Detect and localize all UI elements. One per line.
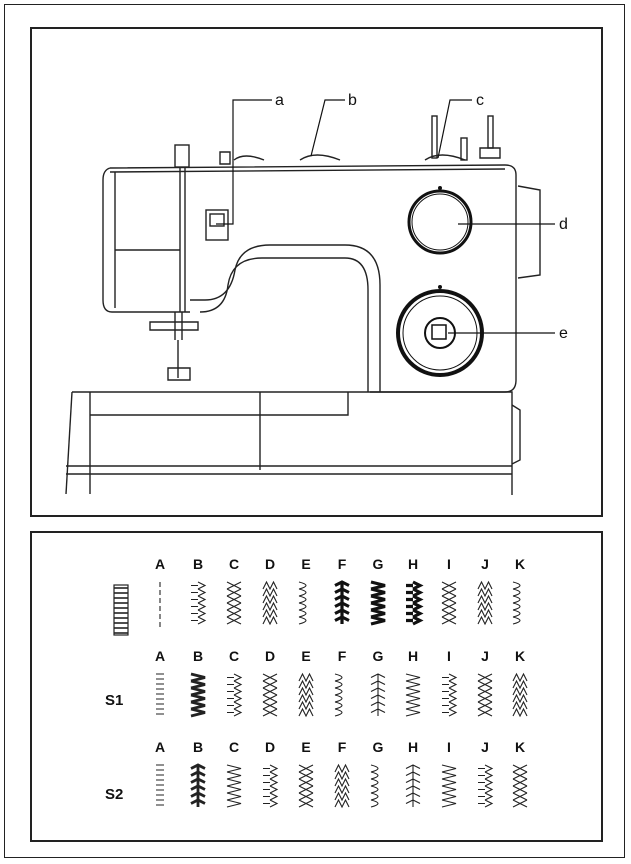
stitch-row-label: S1 [105,692,123,709]
stitch-column-header: J [481,739,489,755]
stitch-column-header: D [265,648,275,664]
stitch-glyph [477,580,493,626]
callout-d: d [559,216,568,233]
stitch-glyph [477,673,493,717]
stitch-column-header: C [229,648,239,664]
pattern-selector-dial [396,285,484,377]
stitch-glyph [190,763,206,807]
stitch-column-header: J [481,648,489,664]
stitch-column-header: H [408,556,418,572]
stitch-glyph [227,673,243,717]
stitch-glyph [334,673,343,717]
stitch-glyph [262,673,278,717]
stitch-glyph [442,673,458,717]
stitch-column-header: K [515,648,525,664]
stitch-column-header: H [408,739,418,755]
stitch-column-headers: A B C D E F G H I J K A B C D E F G H I J K A B C D E F G H I J K [155,556,525,755]
stitch-glyph [190,672,206,718]
stitch-glyph [156,764,164,806]
stitch-column-header: I [447,648,451,664]
callout-b: b [348,92,357,109]
stitch-glyph [441,764,457,808]
stitch-glyph [405,764,421,807]
callout-lines [216,99,555,334]
stitch-column-header: F [338,739,347,755]
stitch-column-header: D [265,739,275,755]
stitch-row-label: S2 [105,786,123,803]
callout-a: a [275,92,284,109]
sewing-machine-drawing [65,115,541,495]
stitch-column-header: D [265,556,275,572]
stitch-glyph [298,764,314,808]
callout-e: e [559,325,568,342]
stitch-column-header: E [301,556,310,572]
stitch-column-header: A [155,739,165,755]
stitch-glyph [226,581,242,625]
stitch-pattern-glyphs [156,580,528,809]
stitch-glyph [406,580,424,626]
page-frame [4,4,625,858]
stitch-glyph [156,673,164,715]
stitch-glyph [334,763,350,809]
stitch-glyph [298,581,307,625]
stitch-glyph [370,764,379,808]
stitch-column-header: G [373,739,384,755]
stitch-column-header: A [155,556,165,572]
stitch-column-header: F [338,648,347,664]
stitch-column-header: K [515,556,525,572]
stitch-glyph [191,581,207,625]
stitch-column-header: I [447,556,451,572]
stitch-column-header: E [301,648,310,664]
stitch-glyph [512,672,528,718]
stitch-glyph [441,581,457,625]
stitch-glyph [226,764,242,808]
stitch-column-header: A [155,648,165,664]
stitch-column-header: F [338,556,347,572]
stitch-glyph [262,580,278,626]
machine-panel [30,27,603,517]
stitch-glyph [370,580,386,626]
stitch-length-dial [407,186,473,255]
stitch-column-header: B [193,739,203,755]
stitch-glyph [370,673,386,716]
stitch-glyph [405,673,421,717]
stitch-column-header: G [373,556,384,572]
stitch-column-header: C [229,556,239,572]
stitch-column-header: G [373,648,384,664]
stitch-glyph [263,764,279,808]
stitch-column-header: J [481,556,489,572]
buttonhole-icon [113,584,129,636]
stitch-panel [30,531,603,842]
stitch-glyph [334,580,350,624]
stitch-column-header: I [447,739,451,755]
stitch-glyph [512,581,521,625]
stitch-glyph [478,764,494,808]
stitch-column-header: B [193,648,203,664]
stitch-glyph [512,764,528,808]
callout-c: c [476,92,484,109]
stitch-column-header: B [193,556,203,572]
stitch-column-header: K [515,739,525,755]
stitch-glyph [298,672,314,718]
stitch-column-header: C [229,739,239,755]
stitch-column-header: H [408,648,418,664]
stitch-column-header: E [301,739,310,755]
